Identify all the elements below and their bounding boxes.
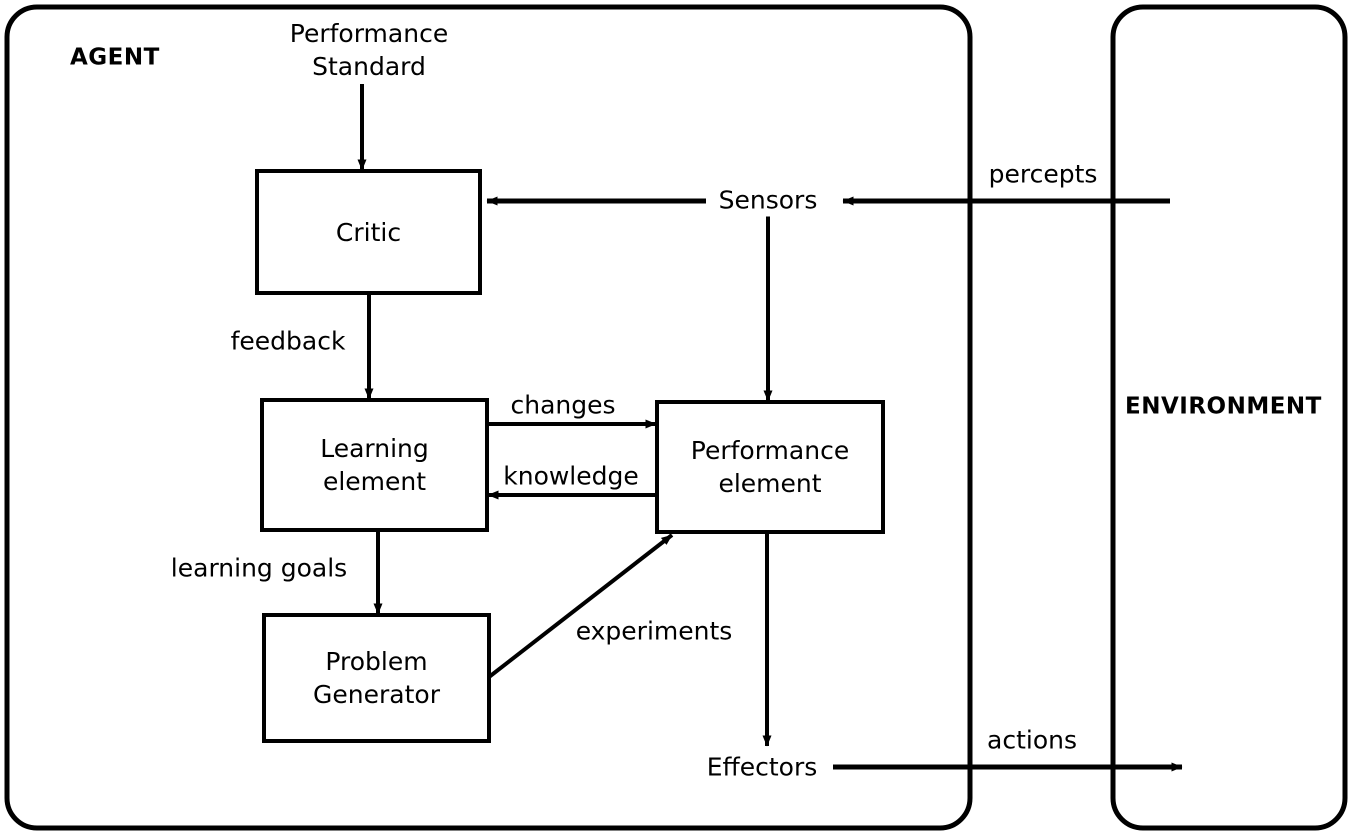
learning-goals-edge-label: learning goals	[170, 553, 348, 583]
actions-edge-label: actions	[981, 723, 1083, 757]
effectors-node-label: Effectors	[698, 750, 826, 784]
feedback-edge-label: feedback	[230, 326, 346, 356]
learning-element-box-outline	[260, 398, 489, 532]
sensors-node-label: Sensors	[710, 183, 826, 217]
performance-standard-edge-label: Performance Standard	[289, 19, 449, 81]
agent-container-title: AGENT	[70, 44, 160, 71]
performance-element-box-label: Performance element	[690, 436, 850, 498]
changes-edge-label: changes	[510, 390, 616, 420]
experiments-edge-label: experiments	[575, 616, 733, 646]
learning-element-box-label: Learning element	[320, 434, 429, 496]
critic-box-outline	[255, 169, 482, 295]
percepts-edge-label: percepts	[982, 157, 1104, 191]
arrow-experiments-to-performance-element	[487, 533, 674, 679]
problem-generator-box-outline	[262, 613, 491, 743]
knowledge-edge-label: knowledge	[499, 459, 643, 493]
problem-generator-box-label: Problem Generator	[313, 647, 440, 709]
environment-container-title: ENVIRONMENT	[1125, 393, 1322, 420]
environment-container-outline	[1110, 4, 1348, 831]
critic-box-label: Critic	[335, 217, 402, 247]
agent-container-outline	[4, 4, 973, 831]
performance-element-box-outline	[655, 400, 885, 534]
